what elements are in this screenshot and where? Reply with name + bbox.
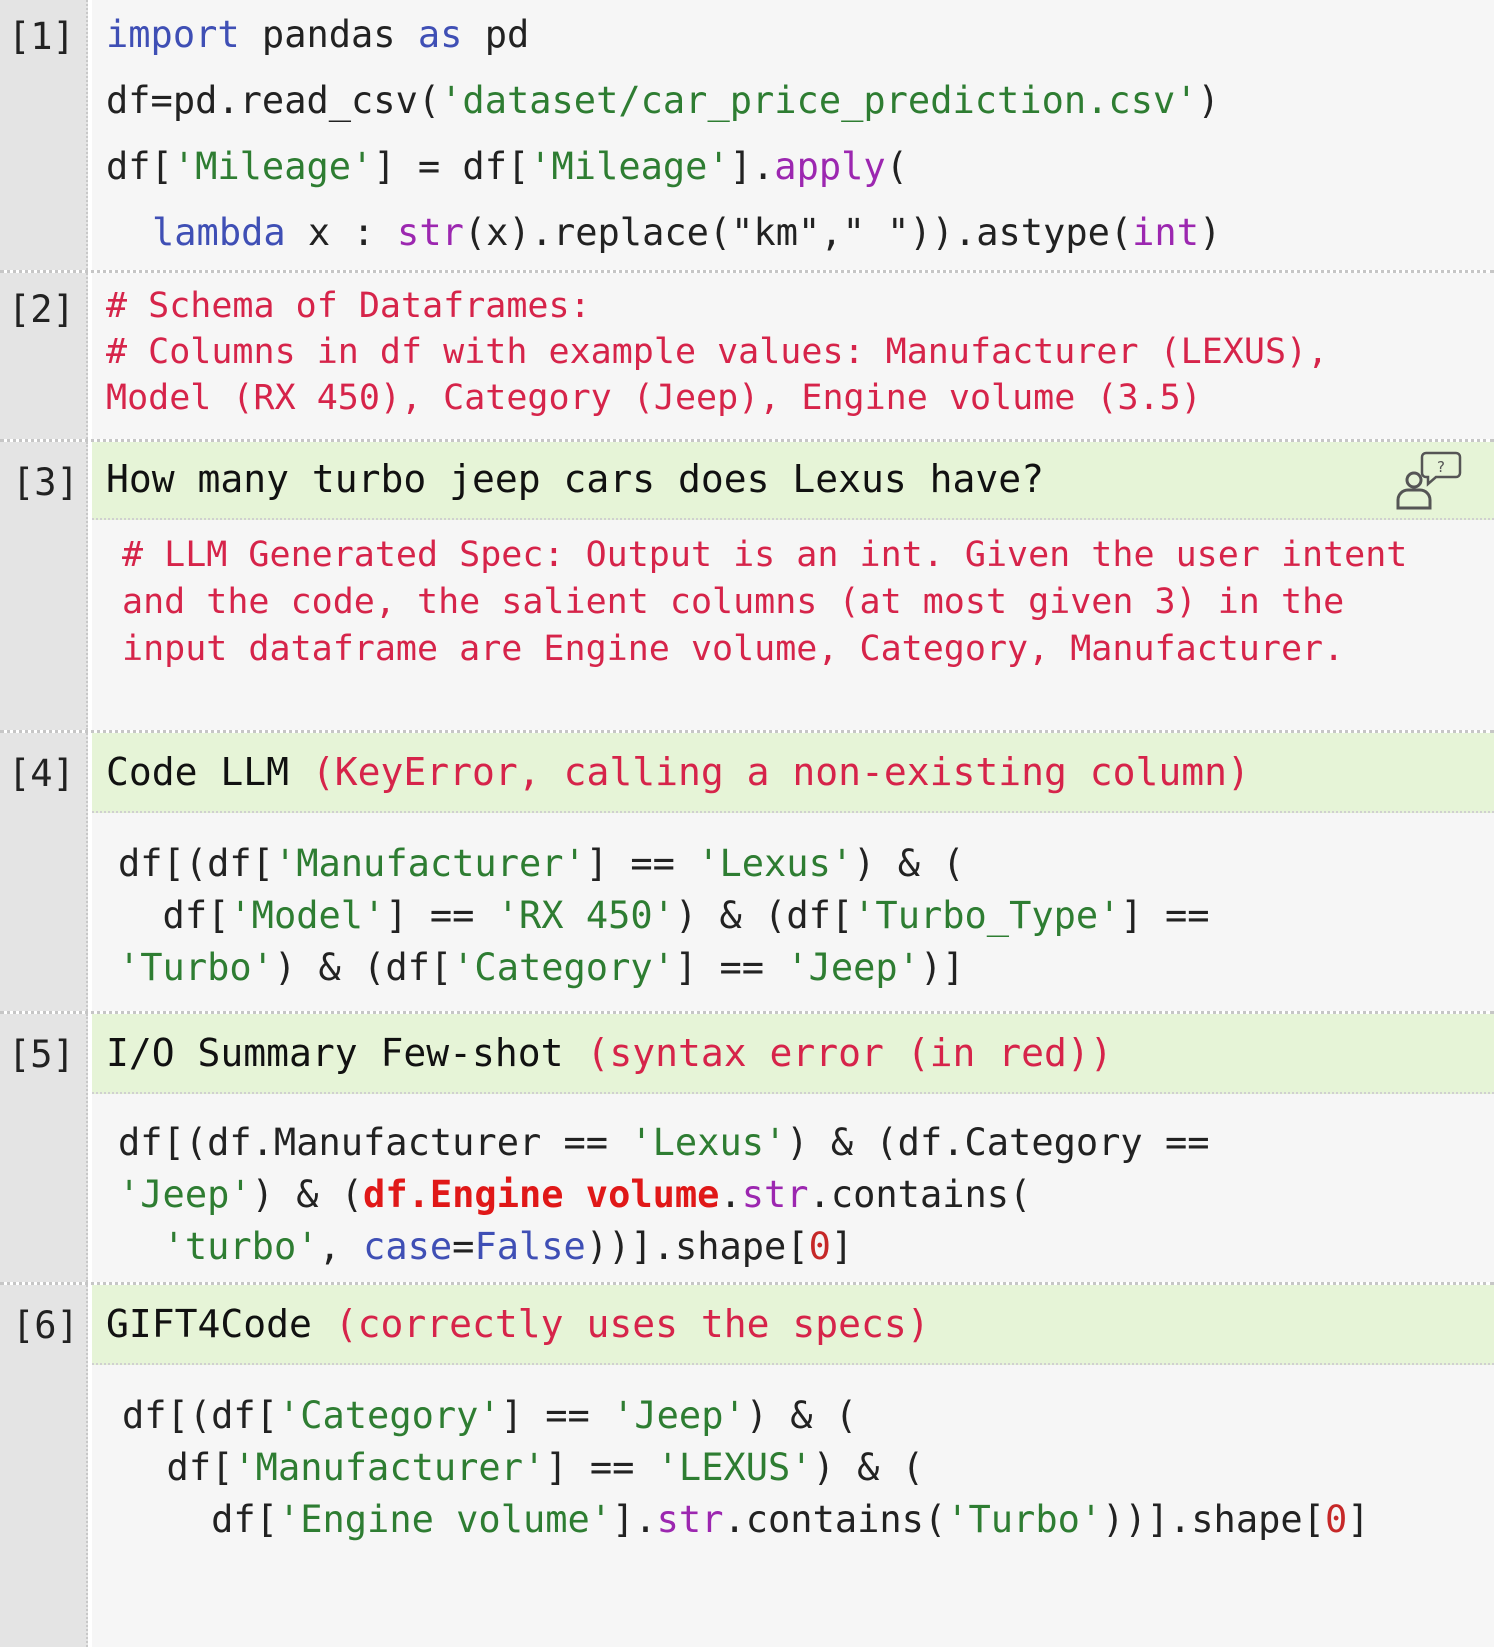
cell-header: Code LLM (KeyError, calling a non-existi… — [92, 733, 1494, 813]
cell-prompt: [4] — [0, 733, 88, 1011]
cell-prompt: [2] — [0, 273, 88, 439]
cell-divider — [0, 439, 1494, 442]
cell-1[interactable]: [1] import pandas as pd df=pd.read_csv('… — [0, 0, 1494, 270]
code-line: df=pd.read_csv('dataset/car_price_predic… — [106, 79, 1220, 122]
code-line: import pandas as pd — [106, 13, 530, 56]
cell-2[interactable]: [2] # Schema of Dataframes: # Columns in… — [0, 273, 1494, 439]
code-line: df['Mileage'] = df['Mileage'].apply( — [106, 145, 908, 188]
code-line: 'turbo', case=False))].shape[0] — [162, 1225, 854, 1268]
cell-header: How many turbo jeep cars does Lexus have… — [92, 442, 1494, 520]
cell-divider — [0, 1282, 1494, 1285]
spec-line: and the code, the salient columns (at mo… — [122, 582, 1345, 622]
syntax-error-highlight: df.Engine volume — [363, 1173, 720, 1216]
prompt-label: [3] — [12, 461, 79, 504]
code-line: df[(df.Manufacturer == 'Lexus') & (df.Ca… — [118, 1121, 1210, 1164]
cell-code[interactable]: # Schema of Dataframes: # Columns in df … — [92, 273, 1494, 439]
cell-divider — [0, 1011, 1494, 1014]
cell-body[interactable]: How many turbo jeep cars does Lexus have… — [92, 442, 1494, 730]
code-line: lambda x : str(x).replace("km"," ")).ast… — [152, 211, 1222, 254]
cell-3[interactable]: [3] How many turbo jeep cars does Lexus … — [0, 442, 1494, 730]
cell-title: GIFT4Code (correctly uses the specs) — [106, 1302, 930, 1346]
comment-line: # Columns in df with example values: Man… — [106, 332, 1329, 372]
prompt-label: [1] — [8, 15, 75, 58]
cell-4[interactable]: [4] Code LLM (KeyError, calling a non-ex… — [0, 733, 1494, 1011]
cell-header: I/O Summary Few-shot (syntax error (in r… — [92, 1014, 1494, 1094]
cell-title: Code LLM (KeyError, calling a non-existi… — [106, 750, 1250, 794]
cell-6[interactable]: [6] GIFT4Code (correctly uses the specs)… — [0, 1285, 1494, 1647]
prompt-label: [2] — [8, 288, 75, 331]
comment-line: # Schema of Dataframes: — [106, 286, 591, 326]
cell-header: GIFT4Code (correctly uses the specs) — [92, 1285, 1494, 1365]
comment-line: Model (RX 450), Category (Jeep), Engine … — [106, 378, 1202, 418]
cell-title: I/O Summary Few-shot (syntax error (in r… — [106, 1031, 1113, 1075]
code-line: df[(df['Category'] == 'Jeep') & ( — [122, 1394, 858, 1437]
cell-body[interactable]: GIFT4Code (correctly uses the specs) df[… — [92, 1285, 1494, 1647]
spec-line: input dataframe are Engine volume, Categ… — [122, 629, 1345, 669]
prompt-label: [5] — [8, 1033, 75, 1076]
code-line: df[(df['Manufacturer'] == 'Lexus') & ( — [118, 842, 965, 885]
code-line: 'Turbo') & (df['Category'] == 'Jeep')] — [118, 946, 965, 989]
code-line: df['Engine volume'].str.contains('Turbo'… — [122, 1498, 1370, 1541]
spec-line: # LLM Generated Spec: Output is an int. … — [122, 535, 1408, 575]
prompt-label: [4] — [8, 752, 75, 795]
cell-5[interactable]: [5] I/O Summary Few-shot (syntax error (… — [0, 1014, 1494, 1282]
cell-divider — [0, 270, 1494, 273]
svg-text:?: ? — [1437, 458, 1445, 476]
code-line: df['Model'] == 'RX 450') & (df['Turbo_Ty… — [118, 894, 1210, 937]
user-question-text: How many turbo jeep cars does Lexus have… — [106, 457, 1044, 501]
cell-code[interactable]: import pandas as pd df=pd.read_csv('data… — [92, 0, 1494, 270]
cell-divider — [0, 730, 1494, 733]
cell-prompt: [3] — [0, 442, 88, 730]
code-line: df['Manufacturer'] == 'LEXUS') & ( — [122, 1446, 924, 1489]
user-question-icon[interactable]: ? — [1392, 450, 1462, 512]
code-line: 'Jeep') & (df.Engine volume.str.contains… — [118, 1173, 1032, 1216]
cell-body[interactable]: Code LLM (KeyError, calling a non-existi… — [92, 733, 1494, 1011]
prompt-label: [6] — [12, 1304, 79, 1347]
cell-prompt: [6] — [0, 1285, 88, 1647]
cell-prompt: [1] — [0, 0, 88, 270]
cell-prompt: [5] — [0, 1014, 88, 1282]
cell-body[interactable]: I/O Summary Few-shot (syntax error (in r… — [92, 1014, 1494, 1282]
